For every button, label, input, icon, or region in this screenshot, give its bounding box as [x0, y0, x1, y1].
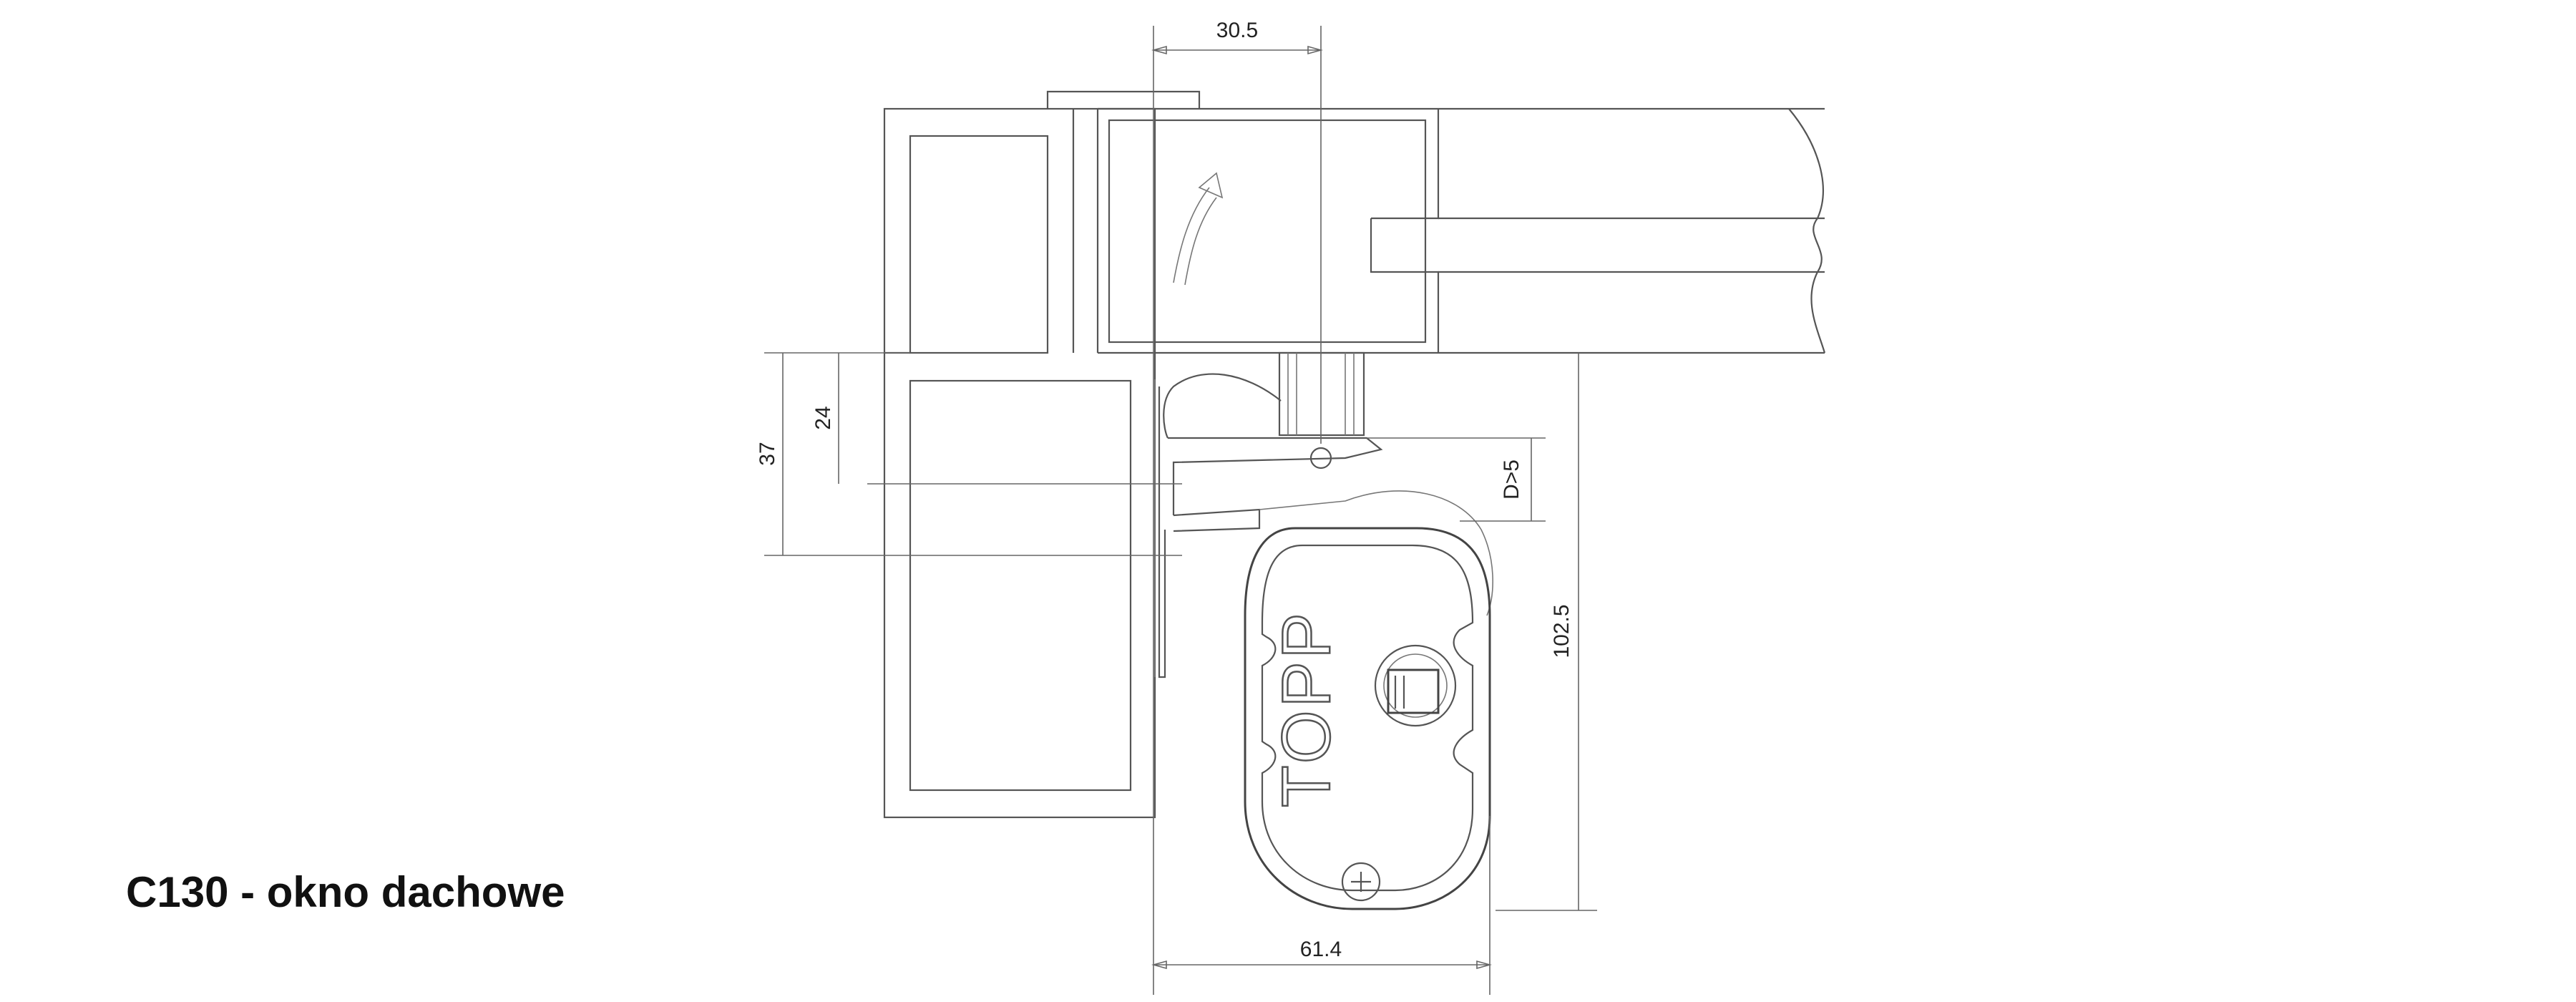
dim-bottom-label: 61.4: [1300, 938, 1342, 961]
lock-body: TOPP: [1244, 490, 1493, 910]
frame-top-cavity: [909, 135, 1049, 354]
dimension-lines: 30.5 37 24 D>5 102.5 61.4: [756, 19, 1597, 995]
key-cylinder-outer: [1374, 644, 1457, 727]
frame-outline: [883, 107, 1156, 819]
hinge-assembly: [1154, 351, 1383, 678]
lock-housing: [1244, 527, 1491, 910]
rotation-arrow-head: [1198, 172, 1224, 199]
dim-bottom-arrows: [1151, 960, 1492, 970]
drawing-caption: C130 - okno dachowe: [126, 868, 565, 916]
bracket-arm: [1168, 437, 1383, 515]
hinge-block: [1278, 351, 1365, 437]
window-frame: [883, 90, 1201, 819]
break-line: [1788, 108, 1826, 354]
sash-step-top: [1371, 109, 1440, 220]
brand-logo: TOPP: [1268, 610, 1345, 807]
bracket-lower: [1173, 508, 1261, 532]
screw-cross-icon: [1351, 872, 1371, 892]
lock-cover-back: [1259, 490, 1493, 616]
screw-head: [1341, 862, 1381, 902]
lock-face: [1261, 544, 1474, 892]
dim-top-label: 30.5: [1216, 19, 1258, 42]
hinge-ribs: [1287, 353, 1355, 435]
bracket-pin: [1309, 447, 1332, 470]
key-slot: [1387, 668, 1440, 714]
rotation-arrow-inner: [1184, 197, 1217, 286]
key-cylinder-inner: [1383, 653, 1448, 718]
mount-plate: [1158, 386, 1166, 678]
frame-cap: [1046, 90, 1201, 109]
frame-bottom-cavity: [909, 379, 1132, 792]
rotation-arrow-outer: [1173, 187, 1210, 283]
dim-left-outer-label: 37: [756, 442, 779, 465]
sash-step-bottom: [1370, 218, 1440, 353]
dim-right-label: 102.5: [1550, 604, 1574, 658]
dim-top-arrows: [1151, 45, 1323, 55]
sash-profile: [1098, 107, 1826, 354]
key-slot-lines: [1394, 676, 1405, 709]
hinge-clip: [1163, 373, 1282, 439]
sash-inner: [1108, 119, 1427, 344]
dim-left-inner-label: 24: [811, 406, 835, 429]
dim-gap-label: D>5: [1500, 459, 1523, 500]
